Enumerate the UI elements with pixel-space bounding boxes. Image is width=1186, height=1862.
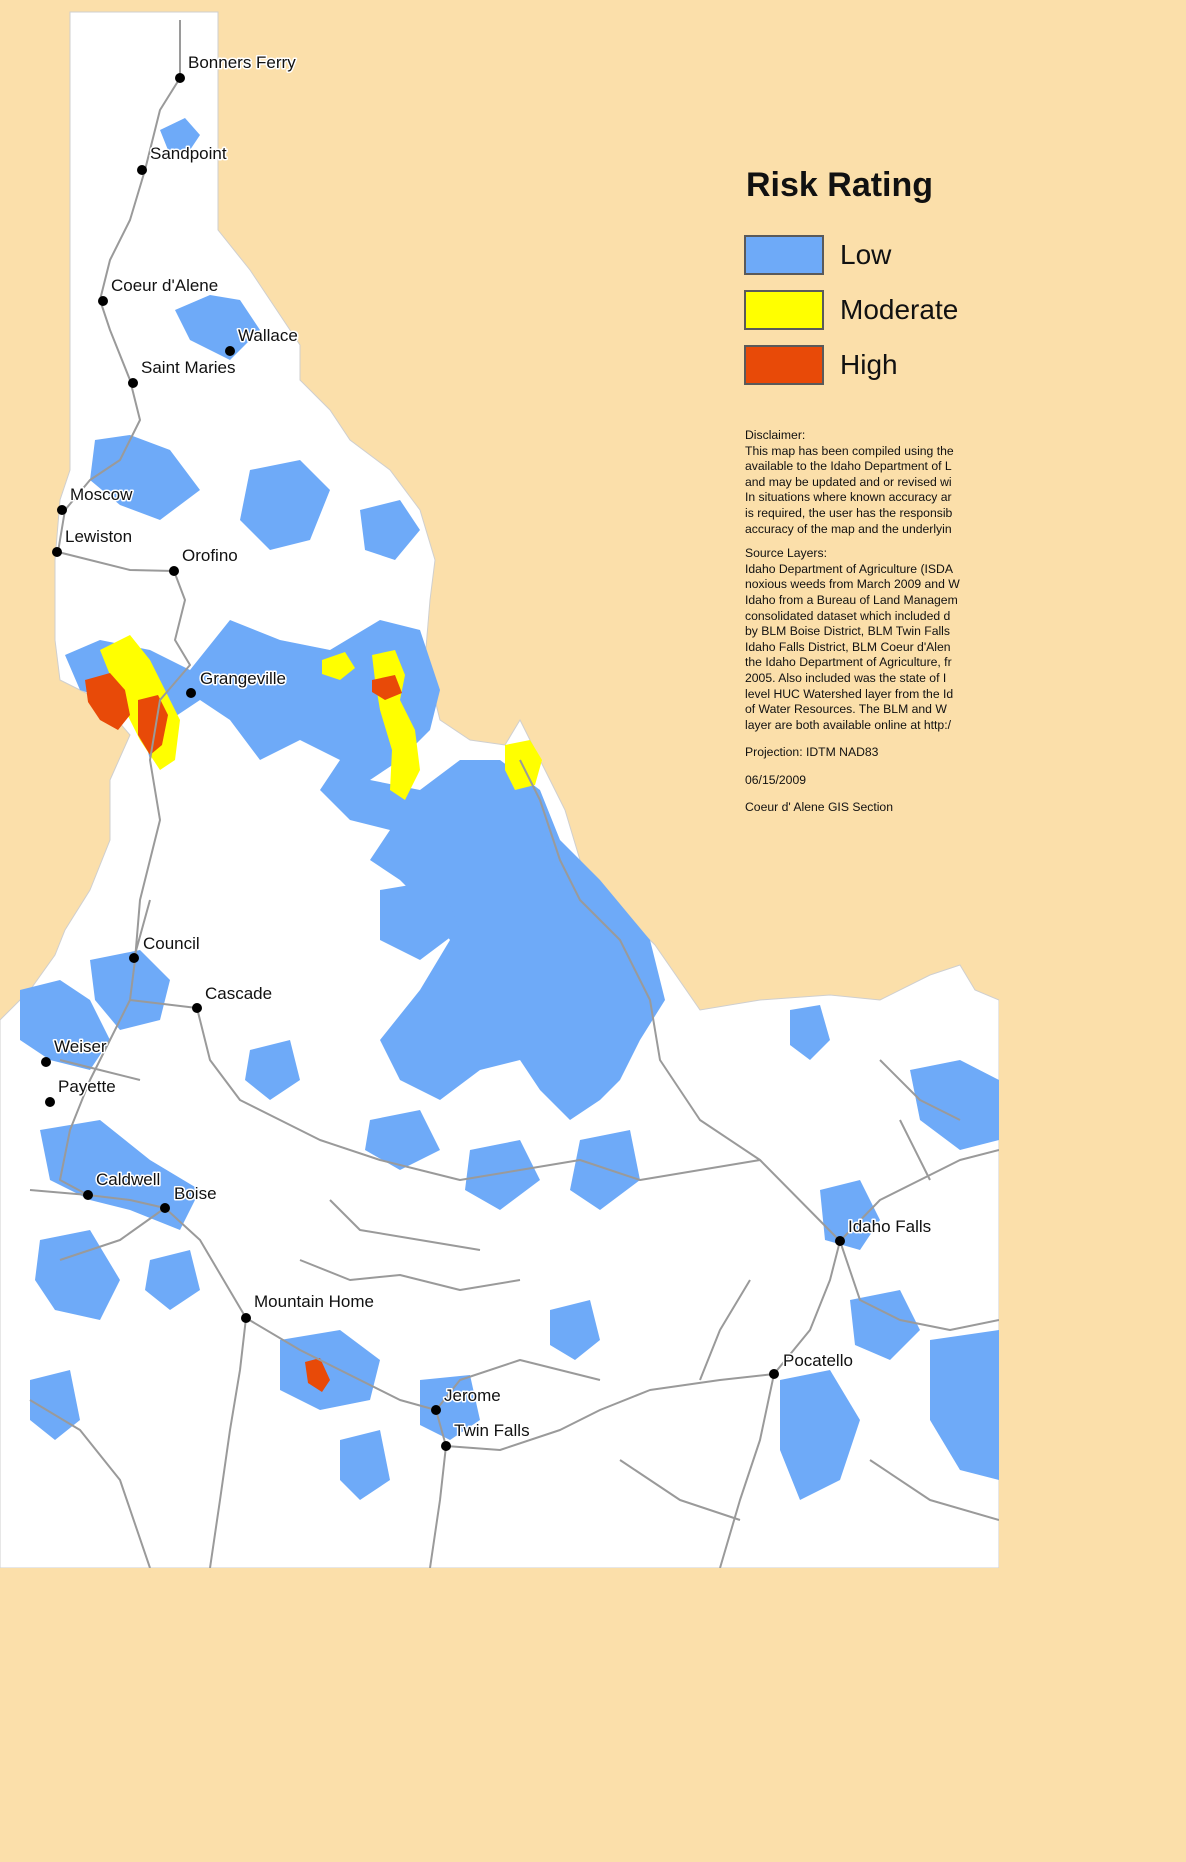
legend-swatch-moderate <box>744 289 824 330</box>
legend: Risk Rating Low Moderate High <box>744 166 999 392</box>
disclaimer-line: is required, the user has the responsib <box>745 505 953 520</box>
legend-swatch-high <box>744 344 824 385</box>
high-risk-areas <box>85 673 402 1392</box>
sources-line: by BLM Boise District, BLM Twin Falls <box>745 624 950 639</box>
city-council[interactable]: Council <box>129 933 201 963</box>
sources-line: of Water Resources. The BLM and W <box>745 702 947 717</box>
svg-text:Grangeville: Grangeville <box>200 669 286 688</box>
projection-text: Projection: IDTM NAD83 <box>745 745 879 760</box>
svg-text:Idaho Falls: Idaho Falls <box>848 1217 931 1236</box>
city-wallace[interactable]: Wallace <box>225 325 299 356</box>
city-mountain-home[interactable]: Mountain Home <box>241 1291 376 1323</box>
disclaimer-line: This map has been compiled using the <box>745 443 954 458</box>
city-weiser[interactable]: Weiser <box>41 1036 108 1067</box>
svg-text:Pocatello: Pocatello <box>783 1351 853 1370</box>
sources-line: Idaho from a Bureau of Land Managem <box>745 592 958 607</box>
legend-item-high: High <box>744 337 999 392</box>
svg-text:Saint Maries: Saint Maries <box>141 358 235 377</box>
svg-text:Council: Council <box>143 934 200 953</box>
legend-title: Risk Rating <box>746 166 934 204</box>
sources-line: 2005. Also included was the state of I <box>745 670 947 685</box>
sources-line: level HUC Watershed layer from the Id <box>745 686 954 701</box>
svg-text:Wallace: Wallace <box>238 326 298 345</box>
low-risk-areas <box>20 118 999 1500</box>
legend-label-low: Low <box>840 238 892 270</box>
legend-label-high: High <box>840 348 898 380</box>
legend-swatch-low <box>744 234 824 275</box>
sources-line: the Idaho Department of Agriculture, fr <box>745 655 952 670</box>
svg-text:Coeur d'Alene: Coeur d'Alene <box>111 276 218 295</box>
disclaimer-line: accuracy of the map and the underlyin <box>745 521 952 536</box>
city-bonners-ferry[interactable]: Bonners Ferry <box>175 52 298 83</box>
svg-text:Lewiston: Lewiston <box>65 527 132 546</box>
sources-line: Idaho Department of Agriculture (ISDA <box>745 561 953 576</box>
map-notes: Disclaimer: This map has been compiled u… <box>745 428 999 816</box>
disclaimer-line: available to the Idaho Department of L <box>745 459 952 474</box>
city-cascade[interactable]: Cascade <box>192 983 274 1013</box>
cities: Bonners Ferry Sandpoint Coeur d'Alene Wa… <box>41 52 933 1451</box>
svg-text:Orofino: Orofino <box>182 546 238 565</box>
city-sandpoint[interactable]: Sandpoint <box>137 143 228 175</box>
idaho-risk-map: Bonners Ferry Sandpoint Coeur d'Alene Wa… <box>0 11 999 1568</box>
disclaimer-heading: Disclaimer: <box>745 428 806 442</box>
sources-line: Idaho Falls District, BLM Coeur d'Alen <box>745 639 951 654</box>
svg-text:Cascade: Cascade <box>205 984 272 1003</box>
svg-text:Caldwell: Caldwell <box>96 1170 160 1189</box>
disclaimer-line: and may be updated and or revised wi <box>745 474 952 489</box>
city-boise[interactable]: Boise <box>160 1183 218 1213</box>
legend-label-moderate: Moderate <box>840 293 959 325</box>
sources-line: layer are both available online at http:… <box>745 717 951 732</box>
svg-text:Bonners Ferry: Bonners Ferry <box>188 53 296 72</box>
legend-item-moderate: Moderate <box>744 282 999 337</box>
city-payette[interactable]: Payette <box>45 1076 117 1107</box>
legend-item-low: Low <box>744 227 999 282</box>
roads <box>29 20 999 1568</box>
city-orofino[interactable]: Orofino <box>169 545 239 576</box>
sources-line: consolidated dataset which included d <box>745 608 951 623</box>
sources-heading: Source Layers: <box>745 546 827 561</box>
svg-text:Weiser: Weiser <box>54 1037 107 1056</box>
svg-text:Moscow: Moscow <box>70 485 133 504</box>
city-jerome[interactable]: Jerome <box>431 1385 502 1415</box>
city-pocatello[interactable]: Pocatello <box>769 1350 854 1379</box>
city-saint-maries[interactable]: Saint Maries <box>128 357 237 388</box>
svg-text:Jerome: Jerome <box>444 1386 501 1405</box>
city-caldwell[interactable]: Caldwell <box>83 1169 162 1200</box>
sources-line: noxious weeds from March 2009 and W <box>745 577 960 592</box>
svg-text:Sandpoint: Sandpoint <box>150 144 227 163</box>
credit-text: Coeur d' Alene GIS Section <box>745 800 893 815</box>
city-idaho-falls[interactable]: Idaho Falls <box>835 1216 933 1246</box>
city-coeur-dalene[interactable]: Coeur d'Alene <box>98 275 220 306</box>
svg-text:Boise: Boise <box>174 1184 217 1203</box>
city-twin-falls[interactable]: Twin Falls <box>441 1420 531 1451</box>
svg-text:Payette: Payette <box>58 1077 116 1096</box>
city-lewiston[interactable]: Lewiston <box>52 526 134 557</box>
disclaimer-line: In situations where known accuracy ar <box>745 490 952 505</box>
date-text: 06/15/2009 <box>745 772 806 787</box>
svg-text:Mountain Home: Mountain Home <box>254 1292 374 1311</box>
svg-text:Twin Falls: Twin Falls <box>454 1421 530 1440</box>
city-moscow[interactable]: Moscow <box>57 484 135 515</box>
city-grangeville[interactable]: Grangeville <box>186 668 288 698</box>
